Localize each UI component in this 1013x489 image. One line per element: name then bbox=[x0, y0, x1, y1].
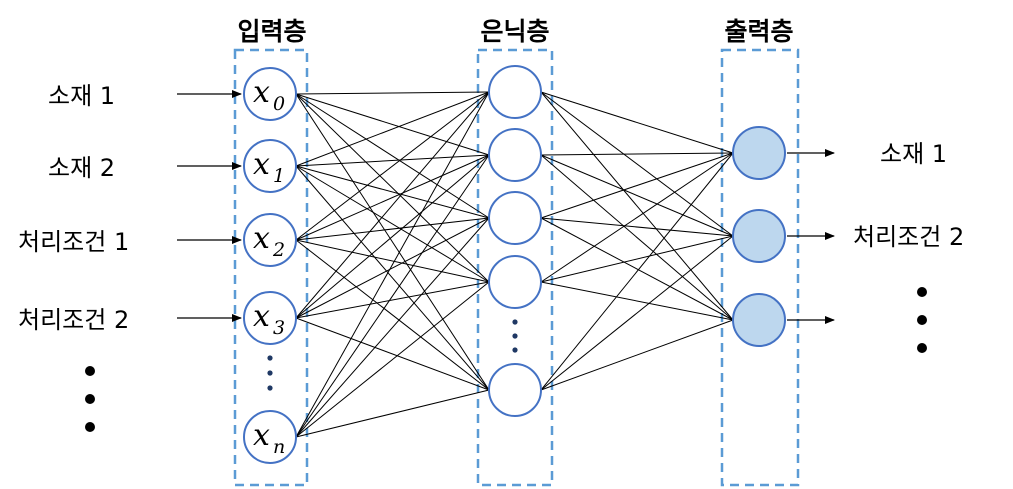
input-hidden-edge-2-4 bbox=[295, 239, 490, 391]
input-label-3: 처리조건 2 bbox=[18, 306, 129, 334]
input-hidden-edge-3-0 bbox=[295, 91, 490, 319]
hidden-node-2 bbox=[488, 191, 542, 245]
hidden-output-edge-0-0 bbox=[540, 91, 734, 154]
output-node-0 bbox=[732, 126, 786, 180]
input-node-1: x 1 bbox=[243, 139, 297, 193]
input-node-subscript: 2 bbox=[272, 239, 285, 261]
input-layer-title: 입력층 bbox=[237, 17, 306, 46]
hidden-node-1 bbox=[488, 128, 542, 182]
input-hidden-edge-2-2 bbox=[295, 217, 490, 241]
output-labels-ellipsis bbox=[917, 287, 927, 353]
hidden-layer-title: 은닉층 bbox=[480, 17, 549, 46]
hidden-node-0 bbox=[488, 65, 542, 119]
input-hidden-edge-3-3 bbox=[295, 281, 490, 319]
hidden-output-edge-4-2 bbox=[540, 319, 734, 391]
input-hidden-edge-4-0 bbox=[295, 91, 490, 438]
input-hidden-edge-1-2 bbox=[295, 165, 490, 219]
output-layer-title: 출력층 bbox=[724, 17, 793, 46]
input-layer-box bbox=[233, 48, 309, 487]
input-node-n: x n bbox=[243, 410, 297, 464]
input-hidden-edge-4-2 bbox=[295, 217, 490, 438]
input-hidden-edge-2-1 bbox=[295, 154, 490, 241]
input-node-subscript: 3 bbox=[273, 317, 285, 339]
output-node-1 bbox=[732, 209, 786, 263]
input-node-var: x bbox=[253, 299, 270, 334]
input-node-var: x bbox=[253, 147, 270, 182]
hidden-output-edge-4-1 bbox=[540, 235, 734, 391]
input-hidden-edge-4-3 bbox=[295, 281, 490, 438]
hidden-layer-ellipsis bbox=[512, 319, 518, 353]
input-hidden-edge-2-0 bbox=[295, 91, 490, 241]
input-label-2: 처리조건 1 bbox=[18, 228, 129, 256]
input-hidden-edge-3-2 bbox=[295, 217, 490, 319]
hidden-output-edge-3-2 bbox=[540, 281, 734, 321]
input-node-subscript: n bbox=[273, 436, 285, 458]
hidden-output-edge-1-1 bbox=[540, 154, 734, 237]
hidden-output-edge-3-0 bbox=[540, 152, 734, 283]
input-hidden-edge-1-3 bbox=[295, 165, 490, 283]
hidden-layer-box bbox=[476, 48, 554, 487]
input-label-0: 소재 1 bbox=[48, 82, 115, 110]
input-hidden-edge-0-2 bbox=[295, 93, 490, 219]
input-hidden-edge-1-4 bbox=[295, 165, 490, 391]
input-hidden-edge-2-3 bbox=[295, 239, 490, 283]
input-node-var: x bbox=[253, 75, 270, 110]
output-label-1: 처리조건 2 bbox=[853, 223, 964, 251]
connection-lines bbox=[295, 91, 734, 438]
input-node-var: x bbox=[253, 418, 270, 453]
input-hidden-edge-0-3 bbox=[295, 93, 490, 283]
input-hidden-edge-0-1 bbox=[295, 93, 490, 156]
output-layer-box bbox=[720, 48, 800, 487]
input-hidden-edge-1-0 bbox=[295, 91, 490, 167]
input-label-1: 소재 2 bbox=[48, 154, 115, 182]
input-hidden-edge-1-1 bbox=[295, 154, 490, 167]
hidden-output-edge-2-2 bbox=[540, 217, 734, 321]
input-hidden-edge-3-1 bbox=[295, 154, 490, 319]
input-node-var: x bbox=[253, 221, 270, 256]
hidden-output-edge-4-0 bbox=[540, 152, 734, 391]
input-hidden-edge-0-4 bbox=[295, 93, 490, 391]
input-hidden-edge-4-4 bbox=[295, 389, 490, 438]
hidden-output-edge-1-0 bbox=[540, 152, 734, 156]
hidden-output-edge-2-1 bbox=[540, 217, 734, 237]
output-label-0: 소재 1 bbox=[880, 140, 947, 168]
hidden-output-edge-3-1 bbox=[540, 235, 734, 283]
hidden-node-4 bbox=[488, 363, 542, 417]
output-node-2 bbox=[732, 293, 786, 347]
input-node-2: x 2 bbox=[243, 213, 297, 267]
hidden-output-edge-0-2 bbox=[540, 91, 734, 321]
hidden-output-edge-2-0 bbox=[540, 152, 734, 219]
input-node-subscript: 0 bbox=[273, 93, 285, 115]
input-hidden-edge-3-4 bbox=[295, 317, 490, 391]
hidden-output-edge-1-2 bbox=[540, 154, 734, 321]
input-node-0: x 0 bbox=[243, 67, 297, 121]
hidden-node-3 bbox=[488, 255, 542, 309]
input-labels-ellipsis bbox=[85, 366, 95, 432]
input-node-subscript: 1 bbox=[273, 165, 285, 187]
input-node-3: x 3 bbox=[243, 291, 297, 345]
input-layer-ellipsis bbox=[267, 355, 273, 391]
input-hidden-edge-0-0 bbox=[295, 91, 490, 95]
hidden-output-edge-0-1 bbox=[540, 91, 734, 237]
input-hidden-edge-4-1 bbox=[295, 154, 490, 438]
